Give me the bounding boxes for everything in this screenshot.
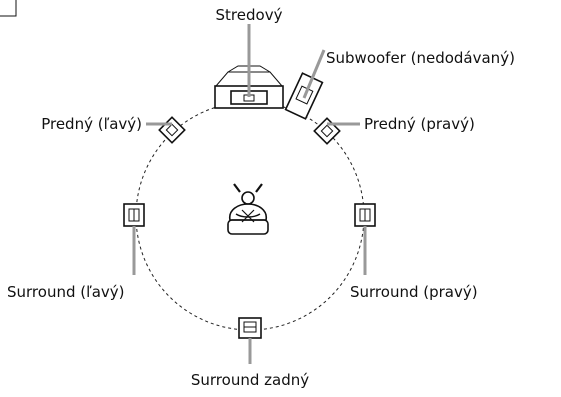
center-label: Stredový bbox=[216, 6, 283, 24]
front-right-label: Predný (pravý) bbox=[364, 115, 475, 133]
subwoofer-label: Subwoofer (nedodávaný) bbox=[326, 49, 515, 67]
surround-right-label: Surround (pravý) bbox=[350, 283, 478, 301]
surround-right-speaker-icon bbox=[354, 203, 376, 227]
surround-back-label: Surround zadný bbox=[191, 371, 309, 389]
surround-left-label: Surround (ľavý) bbox=[7, 283, 125, 301]
surround-left-speaker-icon bbox=[123, 203, 145, 227]
front-left-speaker-icon bbox=[158, 116, 186, 144]
subwoofer-leader bbox=[302, 49, 326, 99]
front-left-label: Predný (ľavý) bbox=[41, 115, 142, 133]
surround-back-speaker-icon bbox=[238, 317, 262, 339]
front-right-speaker-icon bbox=[313, 117, 341, 145]
corner-mark bbox=[0, 0, 17, 17]
listener-icon bbox=[227, 183, 269, 235]
